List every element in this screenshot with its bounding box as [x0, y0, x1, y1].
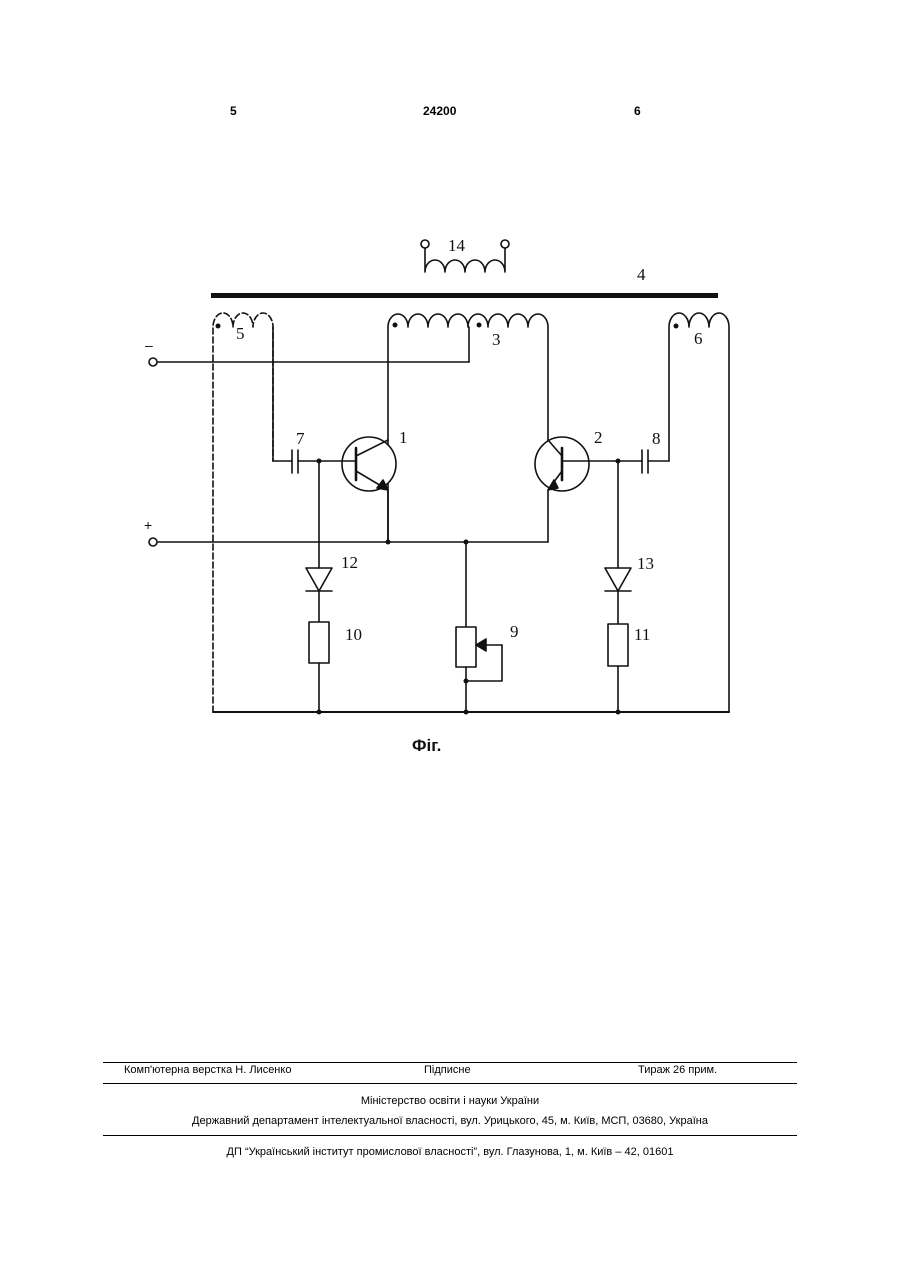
footer-rule-middle	[103, 1083, 797, 1084]
winding-3	[388, 314, 548, 540]
footer-rule-bottom	[103, 1135, 797, 1136]
label-8: 8	[652, 429, 661, 448]
diode-12-resistor-10-branch	[306, 461, 332, 712]
output-winding	[421, 240, 509, 272]
department-line: Державний департамент інтелектуальної вл…	[103, 1115, 797, 1127]
label-6: 6	[694, 329, 703, 348]
label-2: 2	[594, 428, 603, 447]
footer-rule-top	[103, 1062, 797, 1063]
label-11: 11	[634, 625, 650, 644]
circuit-diagram: 14 4 5 3 6 7 1 2 8 12 13 10 9 11 – + Фіг…	[0, 0, 901, 800]
minus-sign: –	[145, 337, 153, 353]
capacitor-8	[589, 450, 669, 473]
layout-credit: Комп'ютерна верстка Н. Лисенко	[124, 1064, 291, 1076]
label-9: 9	[510, 622, 519, 641]
label-12: 12	[341, 553, 358, 572]
transistor-2	[535, 437, 589, 542]
label-5: 5	[236, 324, 245, 343]
label-1: 1	[399, 428, 408, 447]
circulation: Тираж 26 прим.	[638, 1064, 717, 1076]
winding-6	[669, 313, 729, 712]
label-3: 3	[492, 330, 501, 349]
junction-dots	[317, 459, 621, 715]
label-4: 4	[637, 265, 646, 284]
minus-terminal	[149, 358, 157, 366]
signed-label: Підписне	[424, 1064, 471, 1076]
ministry-line: Міністерство освіти і науки України	[103, 1095, 797, 1107]
plus-sign: +	[144, 517, 152, 533]
capacitor-7	[273, 450, 342, 473]
figure-caption: Фіг.	[412, 736, 441, 755]
label-7: 7	[296, 429, 305, 448]
winding-5	[213, 313, 273, 712]
label-13: 13	[637, 554, 654, 573]
transformer-core	[211, 293, 718, 298]
institute-line: ДП “Український інститут промислової вла…	[103, 1146, 797, 1158]
diode-13-resistor-11-branch	[605, 461, 631, 712]
label-10: 10	[345, 625, 362, 644]
label-14: 14	[448, 236, 466, 255]
potentiometer-9	[456, 542, 502, 712]
plus-terminal	[149, 538, 157, 546]
transistor-1	[342, 437, 396, 542]
